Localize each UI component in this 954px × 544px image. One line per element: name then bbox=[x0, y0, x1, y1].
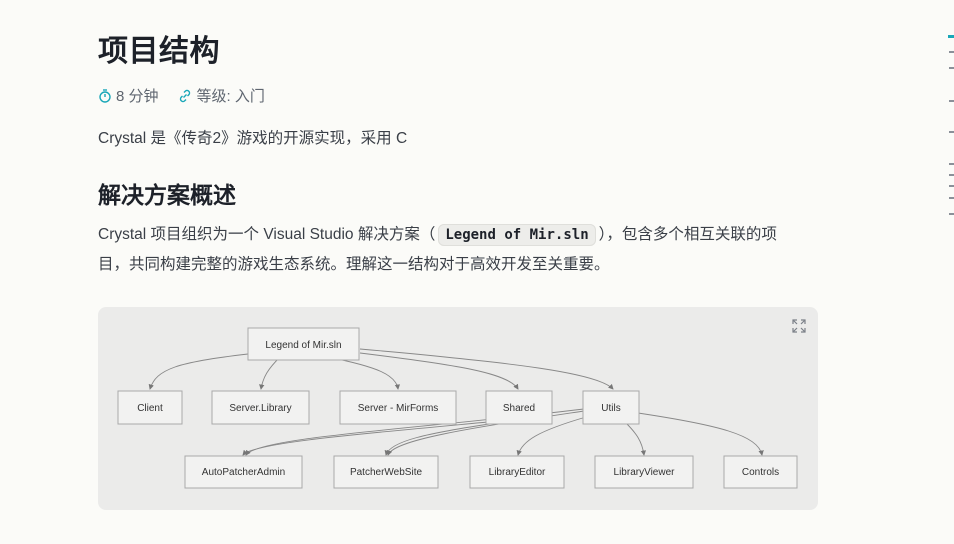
edge-root-serverlibrary bbox=[259, 356, 281, 390]
toc-marker[interactable] bbox=[949, 197, 954, 199]
intro-text: Crystal 是《传奇2》游戏的开源实现，采用 C bbox=[98, 130, 408, 147]
solution-file-code: Legend of Mir.sln bbox=[438, 224, 596, 246]
node-serverlibrary: Server.Library bbox=[229, 403, 291, 414]
edge-root-utils bbox=[359, 348, 614, 390]
edge-utils-libraryeditor bbox=[516, 416, 587, 456]
node-client: Client bbox=[137, 403, 163, 414]
node-shared: Shared bbox=[503, 403, 535, 414]
node-root-box bbox=[247, 327, 360, 361]
para-text-before: Crystal 项目组织为一个 Visual Studio 解决方案（ bbox=[98, 226, 436, 243]
node-utils: Utils bbox=[601, 403, 620, 414]
node-libraryeditor-box bbox=[469, 455, 565, 489]
solution-diagram: Legend of Mir.sln Client Server.Library … bbox=[98, 307, 818, 510]
node-libraryviewer: LibraryViewer bbox=[614, 467, 676, 478]
edge-root-servermirforms bbox=[327, 356, 401, 390]
page-meta: 8 分钟 等级: 入门 bbox=[98, 85, 265, 106]
read-time-text: 8 分钟 bbox=[116, 88, 159, 105]
timer-icon bbox=[98, 88, 112, 104]
link-icon bbox=[177, 88, 193, 104]
edge-root-shared bbox=[359, 352, 519, 390]
toc-marker[interactable] bbox=[949, 185, 954, 187]
node-shared-box bbox=[485, 390, 553, 425]
node-libraryviewer-box bbox=[594, 455, 694, 489]
section-paragraph: Crystal 项目组织为一个 Visual Studio 解决方案（Legen… bbox=[98, 220, 798, 279]
toc-marker[interactable] bbox=[949, 174, 954, 176]
toc-marker[interactable] bbox=[949, 163, 954, 165]
level: 等级: 入门 bbox=[177, 85, 265, 106]
edge-utils-controls bbox=[637, 412, 764, 456]
level-text: 等级: 入门 bbox=[196, 88, 265, 105]
node-servermirforms: Server - MirForms bbox=[358, 403, 439, 414]
node-client-box bbox=[117, 390, 183, 425]
node-serverlibrary-box bbox=[211, 390, 310, 425]
para-text-after: ），包含多个相互关联的项目，共同构建完整的游戏生态系统。理解这一结构对于高效开发… bbox=[98, 226, 777, 273]
toc-marker-active[interactable] bbox=[948, 35, 954, 38]
toc-marker[interactable] bbox=[949, 100, 954, 102]
diagram-graph: Legend of Mir.sln Client Server.Library … bbox=[117, 327, 798, 489]
toc-marker[interactable] bbox=[949, 67, 954, 69]
read-time: 8 分钟 bbox=[98, 85, 159, 106]
node-patcherwebsite: PatcherWebSite bbox=[350, 467, 423, 478]
toc-marker[interactable] bbox=[949, 51, 954, 53]
edge-root-client bbox=[148, 353, 249, 390]
edge-shared-autopatcheradmin bbox=[242, 421, 489, 456]
node-autopatcheradmin-box bbox=[184, 455, 303, 489]
node-patcherwebsite-box bbox=[333, 455, 439, 489]
toc-marker[interactable] bbox=[949, 213, 954, 215]
page-title: 项目结构 bbox=[98, 35, 220, 68]
toc-minimap[interactable] bbox=[948, 0, 954, 544]
node-utils-box bbox=[582, 390, 640, 425]
toc-marker[interactable] bbox=[949, 131, 954, 133]
node-controls: Controls bbox=[742, 467, 779, 478]
node-servermirforms-box bbox=[339, 390, 457, 425]
node-controls-box bbox=[723, 455, 798, 489]
node-autopatcheradmin: AutoPatcherAdmin bbox=[202, 467, 285, 478]
expand-icon[interactable] bbox=[790, 317, 808, 335]
node-libraryeditor: LibraryEditor bbox=[489, 467, 546, 478]
edge-utils-libraryviewer bbox=[625, 422, 647, 456]
section-title: 解决方案概述 bbox=[98, 182, 236, 208]
node-root: Legend of Mir.sln bbox=[265, 340, 341, 351]
